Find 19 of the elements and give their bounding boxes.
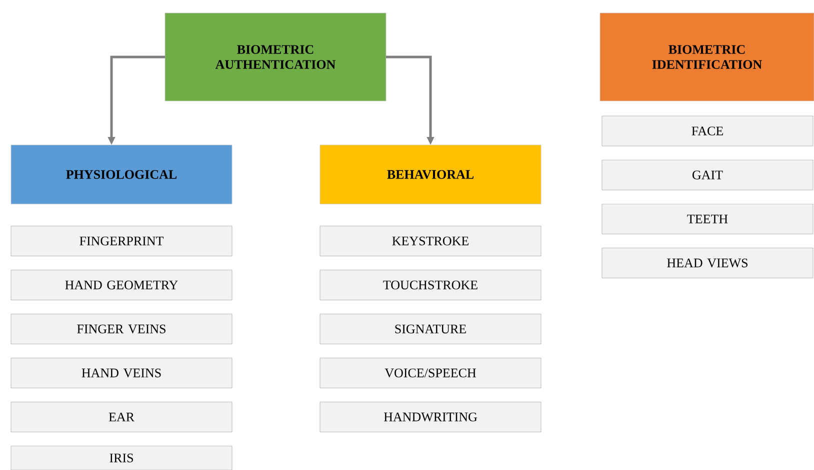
heading-box: BEHAVIORAL: [320, 144, 542, 204]
category-box: VOICE/SPEECH: [320, 358, 542, 388]
category-box: EAR: [10, 402, 232, 432]
category-box: SIGNATURE: [320, 314, 542, 344]
category-box: FACE: [602, 116, 814, 146]
category-box: HANDWRITING: [320, 402, 542, 432]
category-box: IRIS: [10, 446, 232, 470]
category-box: GAIT: [602, 160, 814, 190]
category-box: FINGER VEINS: [10, 314, 232, 344]
category-box: HEAD VIEWS: [602, 248, 814, 278]
category-box: KEYSTROKE: [320, 226, 542, 256]
heading-box: BIOMETRIC IDENTIFICATION: [600, 12, 814, 102]
heading-box: PHYSIOLOGICAL: [10, 144, 232, 204]
heading-box: BIOMETRIC AUTHENTICATION: [164, 12, 386, 102]
category-box: FINGERPRINT: [10, 226, 232, 256]
category-box: TEETH: [602, 204, 814, 234]
category-box: HAND VEINS: [10, 358, 232, 388]
category-box: TOUCHSTROKE: [320, 270, 542, 300]
category-box: HAND GEOMETRY: [10, 270, 232, 300]
